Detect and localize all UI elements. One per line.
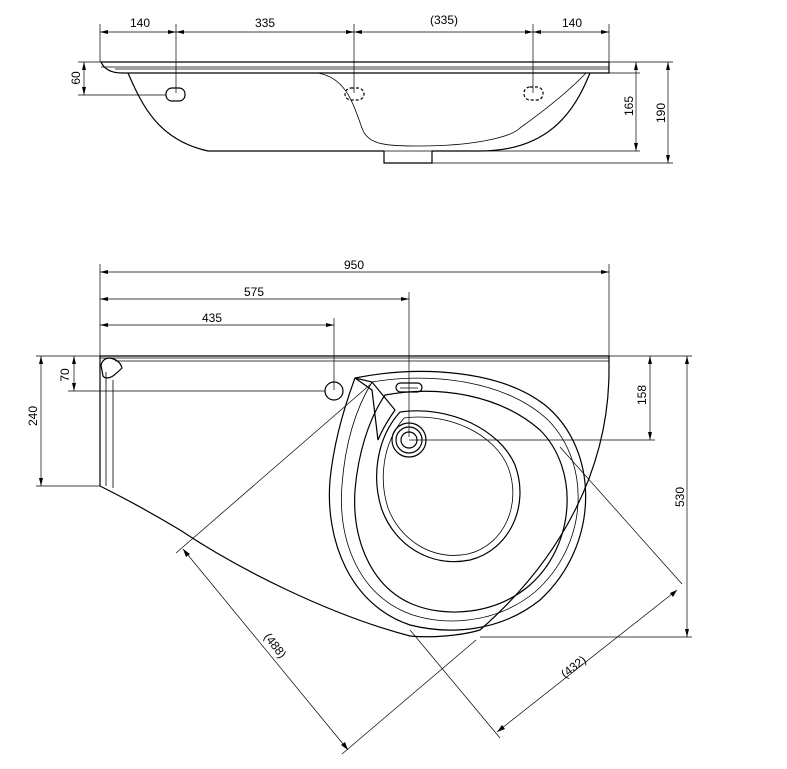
side-view-extension-lines — [99, 24, 610, 93]
plan-view: 950 575 435 — [26, 258, 692, 755]
dim-side-335: 335 — [255, 16, 275, 30]
plan-bowl-basin — [376, 410, 521, 563]
dim-plan-240: 240 — [26, 406, 40, 426]
side-rim — [100, 61, 610, 74]
side-tap-hole-middle — [344, 87, 365, 101]
plan-bowl-rim — [328, 370, 587, 631]
plan-left-dimensions: 70 240 — [26, 355, 325, 487]
plan-bowl-inner-1 — [341, 377, 579, 622]
plan-top-dimensions: 950 575 435 — [99, 258, 610, 437]
side-view: 140 335 (335) 140 60 — [69, 13, 673, 164]
dim-plan-70: 70 — [58, 368, 72, 382]
plan-diagonal-dimension-left: (488) — [175, 382, 683, 755]
side-tap-hole-left — [165, 87, 186, 102]
side-tap-hole-right — [523, 86, 544, 101]
plan-right-dimensions: 158 530 — [409, 355, 692, 638]
plan-bowl-basin-inner — [382, 416, 514, 556]
dim-side-335-ref: (335) — [430, 13, 458, 27]
side-right-dimensions: 165 190 — [432, 61, 673, 164]
dim-plan-435: 435 — [202, 311, 222, 325]
side-bowl-inner-profile — [317, 72, 587, 147]
dim-side-165: 165 — [622, 96, 636, 116]
plan-bowl-inner-2 — [354, 390, 568, 613]
side-bowl-profile — [127, 72, 591, 164]
plan-outer-outline — [99, 355, 610, 638]
plan-corner-radius — [100, 357, 123, 379]
dim-side-140-left: 140 — [130, 16, 150, 30]
dim-side-190: 190 — [654, 103, 668, 123]
dim-plan-432: (432) — [558, 653, 589, 681]
dim-plan-530: 530 — [673, 487, 687, 507]
dim-plan-488: (488) — [261, 630, 289, 661]
side-left-dimension: 60 — [69, 61, 166, 96]
dim-side-140-right: 140 — [562, 16, 582, 30]
side-top-arrows — [100, 30, 609, 34]
dim-plan-158: 158 — [635, 385, 649, 405]
plan-overflow-slot — [395, 382, 423, 393]
dim-plan-950: 950 — [344, 258, 364, 272]
dim-plan-575: 575 — [244, 285, 264, 299]
plan-overflow-wedge — [354, 377, 396, 441]
dim-side-60: 60 — [69, 71, 83, 85]
